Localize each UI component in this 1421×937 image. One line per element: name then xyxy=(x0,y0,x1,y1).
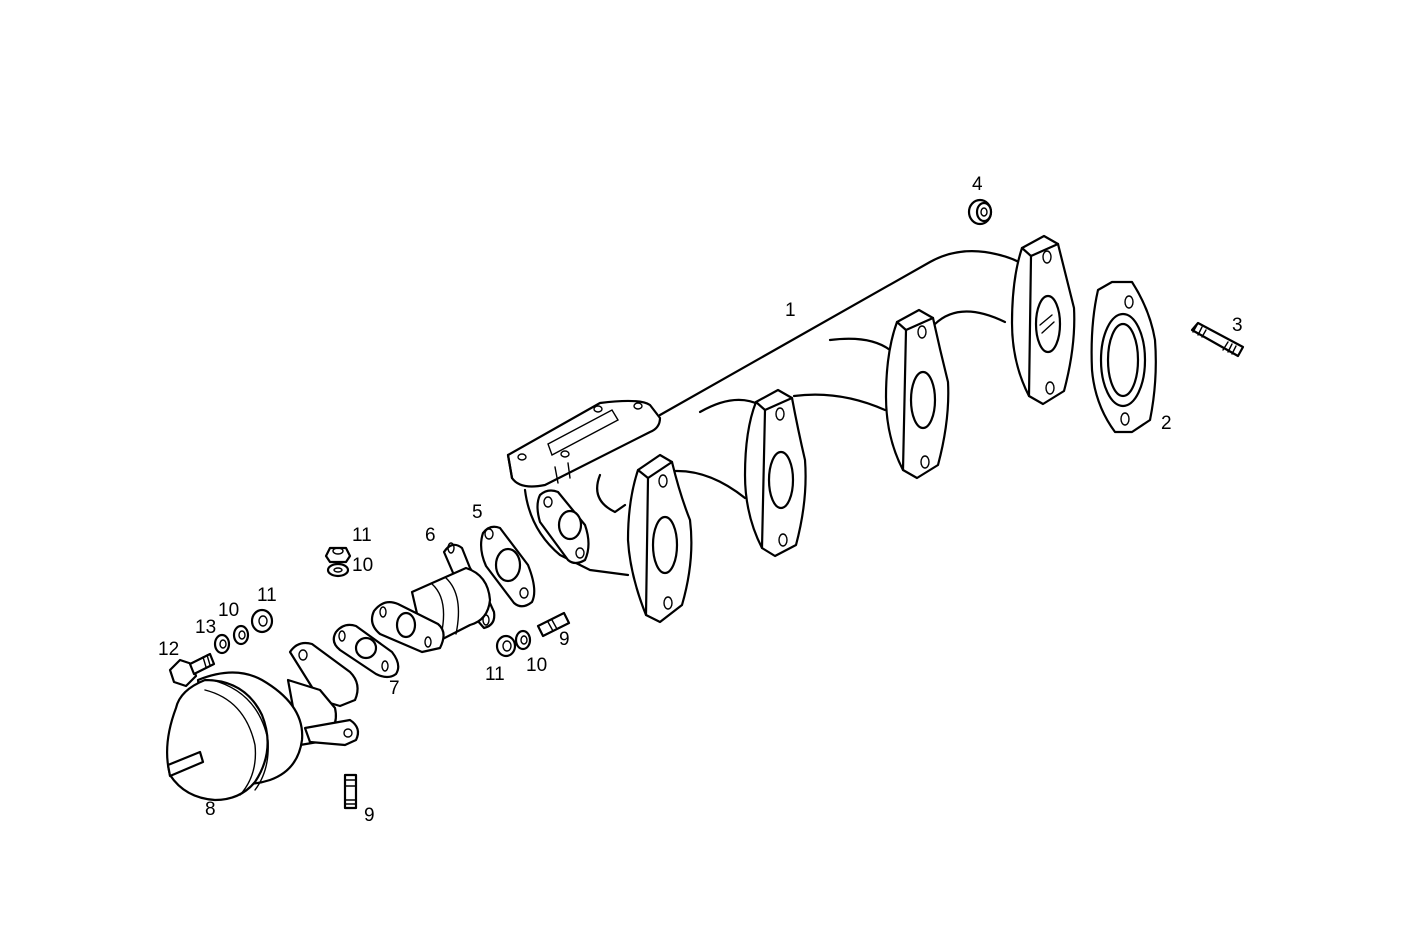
washer-part-13 xyxy=(213,633,231,655)
callout-11-a: 11 xyxy=(352,525,372,546)
gasket-part-5 xyxy=(479,525,536,608)
gasket-part-7 xyxy=(332,623,400,679)
callout-13: 13 xyxy=(195,617,217,638)
callout-5: 5 xyxy=(472,502,483,523)
egr-pipe-part-6 xyxy=(370,542,496,654)
stud-part-9-lower xyxy=(343,773,358,810)
callout-9-upper: 9 xyxy=(559,629,570,650)
actuator-part-8 xyxy=(166,641,360,802)
washer-part-10-b xyxy=(232,624,250,646)
callout-8: 8 xyxy=(205,799,216,820)
stud-part-9-upper xyxy=(536,611,571,638)
callout-3: 3 xyxy=(1232,315,1243,336)
callout-11-b: 11 xyxy=(257,585,277,606)
callout-7: 7 xyxy=(389,678,400,699)
callout-10-a: 10 xyxy=(352,555,374,576)
callout-10-c: 10 xyxy=(526,655,548,676)
washer-part-10-c xyxy=(514,629,532,651)
callout-9-lower: 9 xyxy=(364,805,375,826)
bolt-part-12 xyxy=(168,652,216,688)
nut-part-11-c xyxy=(495,634,517,658)
nut-part-11-a xyxy=(324,546,352,564)
port-flange-b xyxy=(743,388,807,558)
nut-part-4 xyxy=(967,198,993,226)
callout-4: 4 xyxy=(972,174,983,195)
stud-part-3 xyxy=(1190,321,1245,358)
gasket-part-2 xyxy=(1090,280,1157,434)
callout-2: 2 xyxy=(1161,413,1172,434)
callout-11-c: 11 xyxy=(485,664,505,685)
port-flange-a xyxy=(626,453,693,624)
callout-12: 12 xyxy=(158,639,180,660)
exhaust-manifold-part-1 xyxy=(506,234,1076,624)
callout-6: 6 xyxy=(425,525,436,546)
washer-part-10-a xyxy=(326,562,350,578)
port-flange-c xyxy=(884,308,950,480)
nut-part-11-b xyxy=(250,608,274,634)
callout-10-b: 10 xyxy=(218,600,240,621)
port-flange-d xyxy=(1010,234,1076,406)
callout-1: 1 xyxy=(785,300,796,321)
